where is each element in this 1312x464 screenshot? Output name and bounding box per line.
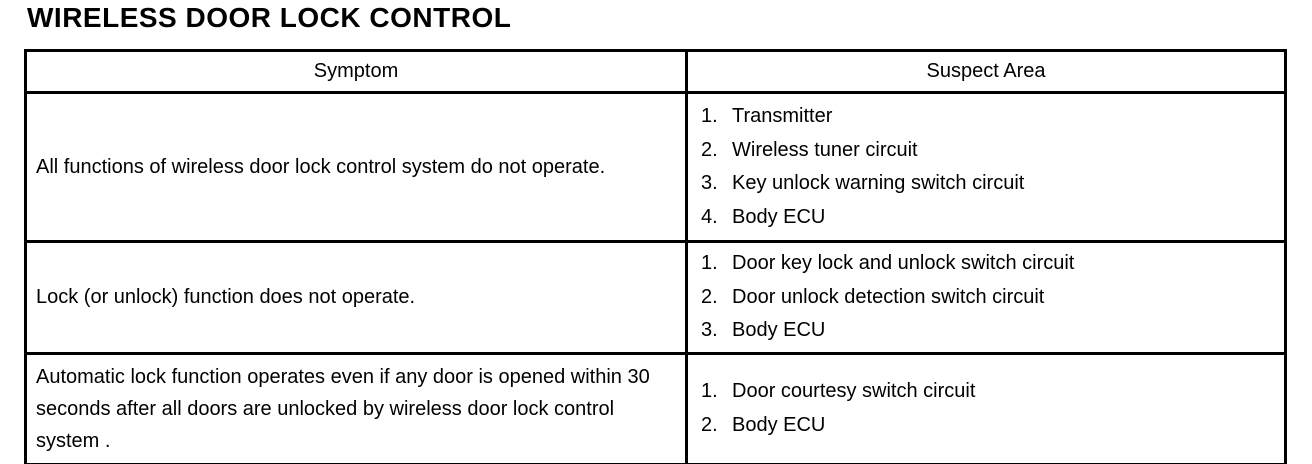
suspect-item: 1. Door key lock and unlock switch circu… <box>701 247 1276 281</box>
table-row: Automatic lock function operates even if… <box>24 351 1287 464</box>
suspect-item: 2. Wireless tuner circuit <box>701 134 1276 168</box>
suspect-item: 3. Key unlock warning switch circuit <box>701 167 1276 201</box>
suspect-item-number: 2. <box>701 138 718 161</box>
suspect-item-label: Body ECU <box>732 413 826 436</box>
suspect-item: 1. Transmitter <box>701 100 1276 134</box>
suspect-area-cell: 1. Door courtesy switch circuit 2. Body … <box>685 351 1287 464</box>
table-row: Lock (or unlock) function does not opera… <box>24 240 1287 355</box>
suspect-area-cell: 1. Transmitter 2. Wireless tuner circuit… <box>685 91 1287 243</box>
suspect-item: 2. Door unlock detection switch circuit <box>701 281 1276 315</box>
suspect-list: 1. Door key lock and unlock switch circu… <box>701 247 1276 348</box>
suspect-list: 1. Door courtesy switch circuit 2. Body … <box>701 375 1276 442</box>
suspect-item-label: Body ECU <box>732 205 826 228</box>
suspect-item-label: Door key lock and unlock switch circuit <box>732 252 1075 274</box>
column-header-symptom: Symptom <box>24 49 688 94</box>
symptom-cell: Lock (or unlock) function does not opera… <box>24 240 688 355</box>
symptom-cell: All functions of wireless door lock cont… <box>24 91 688 243</box>
suspect-item: 3. Body ECU <box>701 314 1276 348</box>
suspect-item-number: 1. <box>701 380 718 402</box>
table-header-row: Symptom Suspect Area <box>24 49 1287 94</box>
suspect-item-label: Door unlock detection switch circuit <box>732 285 1045 308</box>
suspect-item-label: Key unlock warning switch circuit <box>732 172 1025 194</box>
suspect-item-number: 2. <box>701 413 718 436</box>
suspect-item-label: Wireless tuner circuit <box>732 138 918 161</box>
suspect-item-number: 4. <box>701 205 718 228</box>
suspect-item-label: Door courtesy switch circuit <box>732 380 976 402</box>
column-header-suspect-area: Suspect Area <box>685 49 1287 94</box>
suspect-item-number: 1. <box>701 105 718 127</box>
suspect-list: 1. Transmitter 2. Wireless tuner circuit… <box>701 100 1276 234</box>
symptom-cell: Automatic lock function operates even if… <box>24 351 688 464</box>
symptom-suspect-table: Symptom Suspect Area All functions of wi… <box>24 49 1287 464</box>
suspect-item: 2. Body ECU <box>701 409 1276 443</box>
suspect-item-label: Body ECU <box>732 319 826 341</box>
suspect-item-label: Transmitter <box>732 105 833 127</box>
suspect-item: 4. Body ECU <box>701 201 1276 235</box>
table-row: All functions of wireless door lock cont… <box>24 91 1287 243</box>
suspect-item-number: 1. <box>701 252 718 274</box>
suspect-item-number: 3. <box>701 319 718 341</box>
suspect-area-cell: 1. Door key lock and unlock switch circu… <box>685 240 1287 355</box>
page-title: WIRELESS DOOR LOCK CONTROL <box>27 2 512 33</box>
suspect-item-number: 3. <box>701 172 718 194</box>
suspect-item: 1. Door courtesy switch circuit <box>701 375 1276 409</box>
suspect-item-number: 2. <box>701 285 718 308</box>
